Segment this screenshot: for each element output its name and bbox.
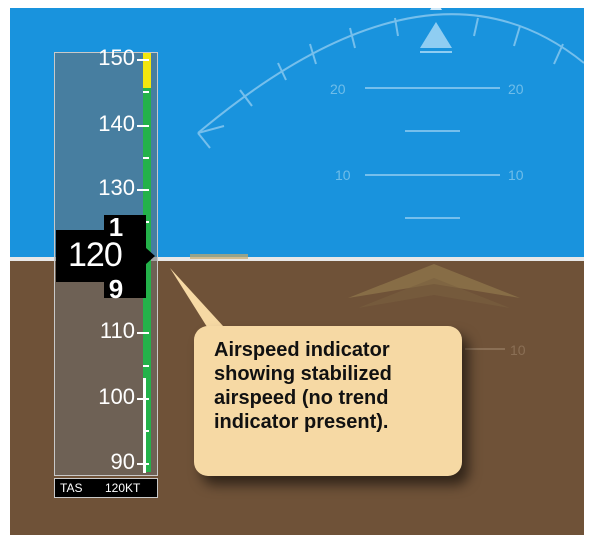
callout-text: Airspeed indicator showing stabilized ai… [214, 339, 392, 433]
airspeed-label-90: 90 [110, 449, 135, 474]
airspeed-readout-value: 120 [68, 236, 123, 274]
airspeed-readout: 120 [56, 230, 146, 282]
readout-roll-digit-below: 9 [108, 274, 124, 304]
roll-tick [394, 17, 399, 37]
pitch-label: 10 [510, 342, 526, 358]
sky-pointer-icon [420, 22, 452, 48]
true-airspeed-box: TAS 120KT [54, 478, 158, 498]
pitch-label: 10 [335, 167, 351, 183]
tas-label: TAS [60, 481, 83, 495]
normal-operating-band [143, 88, 151, 472]
minor-tick [143, 91, 149, 93]
pitch-label: 10 [508, 167, 524, 183]
readout-roll-digit-above: 1 [108, 212, 124, 242]
major-tick [137, 125, 149, 127]
aircraft-symbol-shadow [358, 278, 510, 308]
roll-tick [349, 27, 356, 49]
pitch-label: 20 [508, 81, 524, 97]
tas-value: 120KT [105, 481, 141, 495]
roll-tick [197, 125, 225, 134]
left-wing-reference [190, 254, 248, 259]
horizon-line [10, 257, 584, 261]
roll-tick [239, 89, 253, 107]
primary-flight-display: 20 20 10 10 10 150 140 130 110 100 90 [10, 8, 584, 535]
pitch-label: 20 [330, 81, 346, 97]
roll-pointer-icon [430, 8, 442, 10]
airspeed-label-130: 130 [98, 175, 135, 200]
major-tick [137, 59, 149, 61]
roll-scale-arc [197, 13, 584, 134]
caution-band [143, 53, 151, 88]
attitude-indicator: 20 20 10 10 10 [190, 8, 584, 358]
airspeed-label-150: 150 [98, 45, 135, 70]
roll-tick [309, 43, 317, 65]
callout-box [194, 326, 462, 476]
airspeed-label-100: 100 [98, 384, 135, 409]
roll-tick [553, 43, 564, 65]
roll-tick [473, 17, 479, 37]
flap-operating-band [143, 378, 146, 473]
major-tick [137, 332, 149, 334]
callout-pointer [170, 268, 234, 338]
airspeed-label-110: 110 [99, 318, 135, 343]
callout-pointer-arrow [170, 268, 234, 338]
roll-tick [277, 62, 287, 81]
major-tick [137, 189, 149, 191]
minor-tick [143, 221, 149, 223]
roll-tick [197, 132, 211, 149]
minor-tick [143, 430, 149, 432]
minor-tick [143, 157, 149, 159]
minor-tick [143, 365, 149, 367]
airspeed-label-140: 140 [98, 111, 135, 136]
roll-tick [513, 25, 521, 47]
major-tick [137, 398, 149, 400]
major-tick [137, 463, 149, 465]
